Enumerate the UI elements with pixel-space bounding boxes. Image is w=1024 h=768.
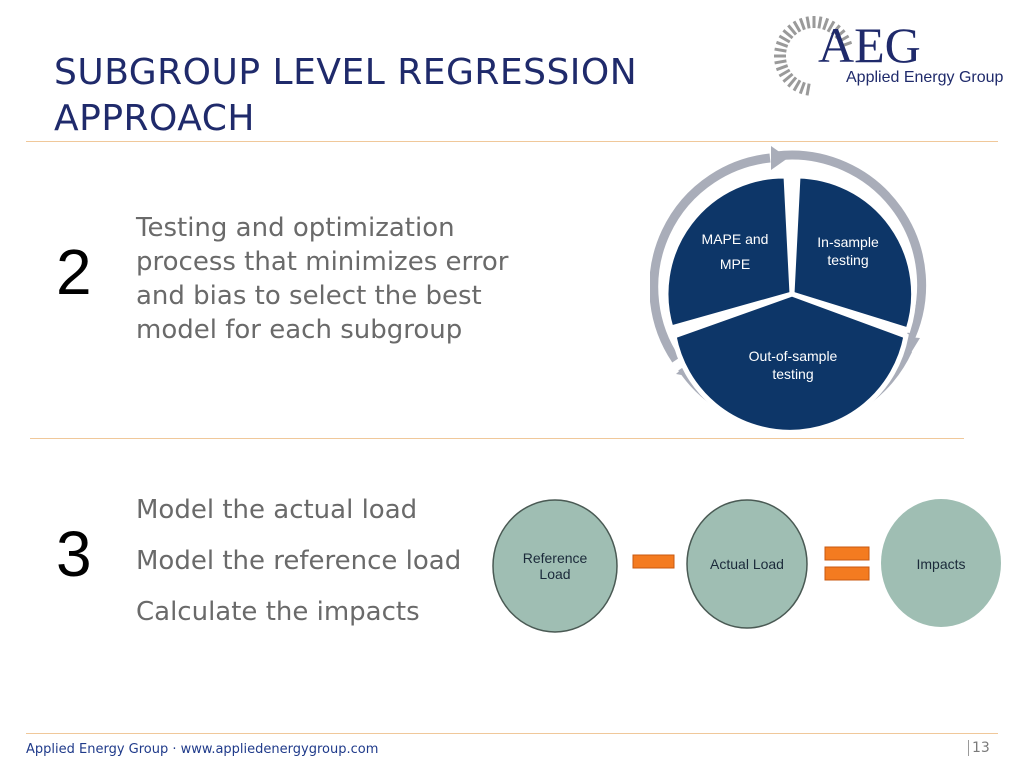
slide-title: SUBGROUP LEVEL REGRESSION APPROACH bbox=[54, 50, 637, 142]
node-impacts bbox=[881, 499, 1001, 627]
segment-label-in-sample-line-1: In-sample bbox=[817, 234, 879, 250]
slide-title-line-2: APPROACH bbox=[54, 98, 255, 139]
sunburst-ray bbox=[837, 34, 850, 44]
sunburst-ray bbox=[787, 76, 798, 88]
segment-label-mape-line-1: MAPE and bbox=[702, 231, 769, 247]
segment-label-mape-line-2: MPE bbox=[720, 256, 750, 272]
page-number-value: 13 bbox=[972, 740, 990, 756]
footer-text: Applied Energy Group · www.appliedenergy… bbox=[26, 742, 379, 757]
logo-name: Applied Energy Group bbox=[846, 69, 1004, 86]
sunburst-ray bbox=[817, 16, 823, 29]
title-divider bbox=[26, 141, 998, 142]
cycle-ring-arc-1 bbox=[775, 150, 927, 346]
step-3-item-3: Calculate the impacts bbox=[136, 597, 420, 627]
step-3-item-2: Model the reference load bbox=[136, 546, 462, 576]
sunburst-ray bbox=[782, 72, 794, 83]
aeg-logo: AEG Applied Energy Group bbox=[774, 16, 1004, 96]
testing-cycle-diagram: MAPE and MPE In-sample testing Out-of-sa… bbox=[650, 146, 927, 432]
sunburst-ray bbox=[798, 17, 806, 31]
node-label-reference-line-2: Load bbox=[539, 566, 570, 582]
minus-icon bbox=[632, 554, 675, 569]
equals-icon-bottom bbox=[824, 566, 870, 581]
step-2-description: Testing and optimization process that mi… bbox=[136, 213, 509, 345]
node-reference-load bbox=[492, 499, 618, 633]
sunburst-ray bbox=[798, 81, 806, 95]
cycle-segment-out-of-sample bbox=[671, 291, 909, 432]
sunburst-ray bbox=[830, 24, 841, 36]
segment-label-out-of-sample-line-2: testing bbox=[772, 366, 813, 382]
sunburst-ray bbox=[775, 40, 789, 48]
sunburst-icon bbox=[774, 16, 853, 96]
sunburst-ray bbox=[787, 24, 798, 36]
node-actual-load bbox=[686, 499, 808, 629]
step-number-2: 2 bbox=[56, 236, 92, 308]
sunburst-ray bbox=[805, 83, 811, 96]
cycle-ring-arc-3 bbox=[650, 153, 771, 363]
sunburst-ray bbox=[822, 17, 830, 31]
node-label-impacts: Impacts bbox=[916, 556, 965, 572]
sunburst-ray bbox=[774, 47, 787, 53]
cycle-arrow-head-1 bbox=[771, 146, 788, 170]
sunburst-ray bbox=[826, 20, 836, 33]
segment-label-out-of-sample-line-1: Out-of-sample bbox=[749, 348, 838, 364]
sunburst-ray bbox=[792, 79, 802, 92]
impact-equation-diagram: Reference Load Actual Load Impacts bbox=[492, 499, 1001, 633]
sunburst-ray bbox=[778, 68, 791, 78]
segment-label-in-sample-line-2: testing bbox=[827, 252, 868, 268]
logo-mark: AEG bbox=[818, 17, 921, 73]
equals-icon-top bbox=[824, 546, 870, 561]
slide-title-line-1: SUBGROUP LEVEL REGRESSION bbox=[54, 52, 638, 93]
sunburst-ray bbox=[834, 29, 846, 40]
footer-divider bbox=[26, 733, 998, 734]
node-label-reference-line-1: Reference bbox=[523, 550, 588, 566]
page-number-divider bbox=[968, 740, 969, 756]
sunburst-ray bbox=[839, 40, 853, 48]
sunburst-ray bbox=[805, 16, 811, 29]
sunburst-ray bbox=[775, 64, 789, 72]
step-number-3: 3 bbox=[56, 518, 92, 590]
sunburst-ray bbox=[774, 59, 787, 65]
cycle-segment-in-sample bbox=[789, 173, 917, 334]
sunburst-ray bbox=[782, 29, 794, 40]
sunburst-ray bbox=[792, 20, 802, 33]
page-number: 13 bbox=[968, 740, 990, 756]
node-label-actual-load: Actual Load bbox=[710, 556, 784, 572]
sunburst-ray bbox=[778, 34, 791, 44]
step-3-item-1: Model the actual load bbox=[136, 495, 418, 525]
section-divider bbox=[30, 438, 964, 439]
cycle-segment-mape bbox=[663, 173, 795, 332]
